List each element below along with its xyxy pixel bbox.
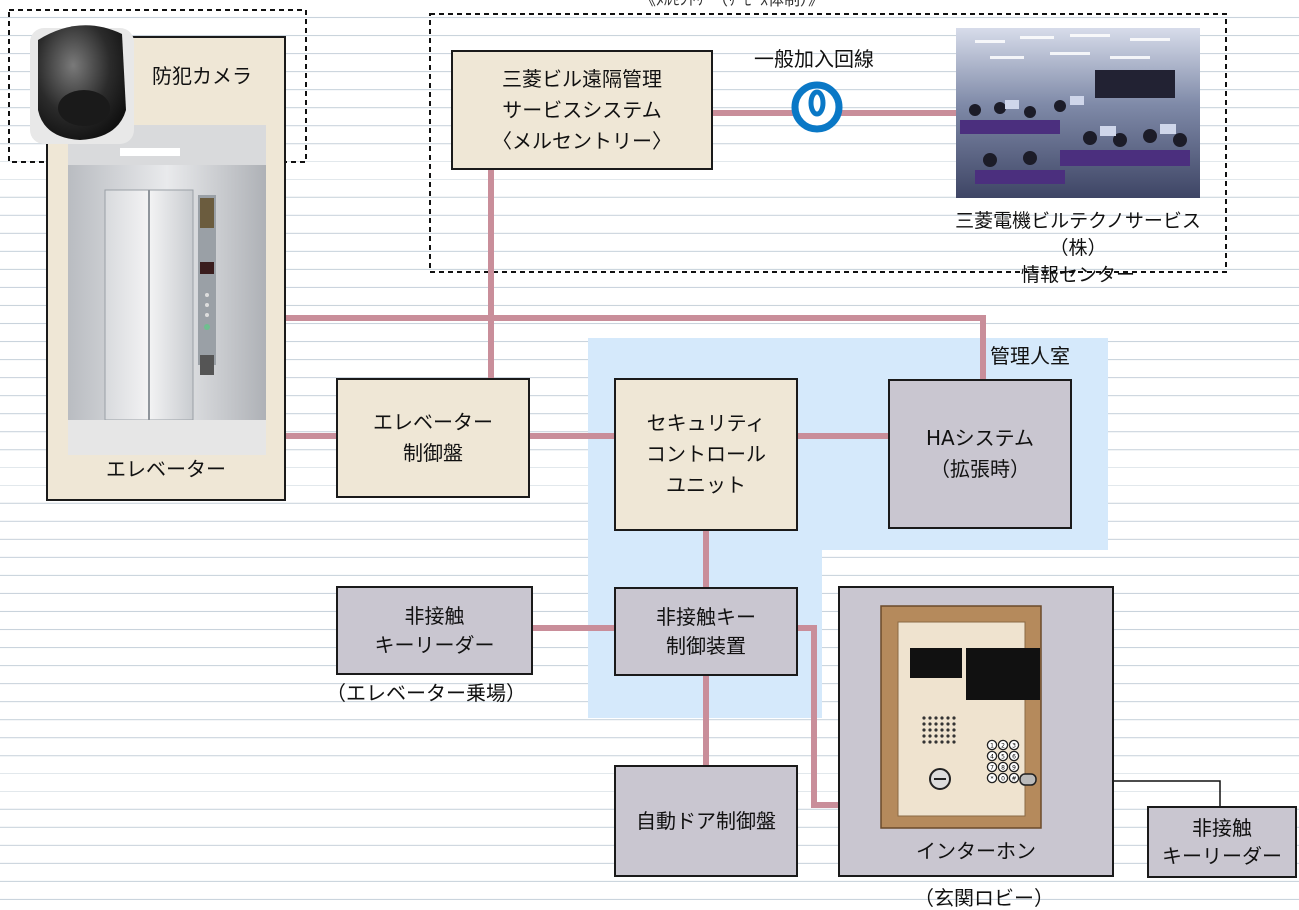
keypad-key-label: 7 <box>990 765 994 772</box>
keypad-key-label: 0 <box>1001 776 1005 783</box>
elevator-panel-box: エレベーター 制御盤 <box>336 378 530 498</box>
card-reader-2-box: 非接触 キーリーダー <box>1147 806 1297 878</box>
manager-room-label: 管理人室 <box>990 344 1070 368</box>
public-line-label: 一般加入回線 <box>754 47 874 71</box>
keypad-key-label: * <box>991 776 994 783</box>
keypad-key <box>1008 750 1020 762</box>
keypad-key-label: 5 <box>1001 754 1005 761</box>
keypad-key <box>986 750 998 762</box>
keypad-key <box>986 761 998 773</box>
keypad-key <box>986 739 998 751</box>
keypad-key <box>997 750 1009 762</box>
lobby-label: （玄関ロビー） <box>914 886 1054 910</box>
line-elevator-to-ha <box>286 315 986 380</box>
remote-service-group-outline <box>429 13 1227 273</box>
card-reader-1-location: （エレベーター乗場） <box>326 681 526 705</box>
ha-system-box: HAシステム （拡張時） <box>888 379 1072 529</box>
intercom-label: インターホン <box>916 839 1036 863</box>
keypad-key-label: # <box>1011 776 1016 783</box>
keypad-key <box>997 772 1009 784</box>
keypad-key <box>997 761 1009 773</box>
info-center-label: 三菱電機ビルテクノサービス（株） 情報センター <box>955 210 1201 286</box>
elevator-label: エレベーター <box>106 457 226 481</box>
keypad-key-label: 3 <box>1012 743 1016 750</box>
keypad-key-label: 9 <box>1012 765 1016 772</box>
keypad-key <box>986 772 998 784</box>
keypad-key-label: 8 <box>1001 765 1005 772</box>
keypad-key <box>1008 772 1020 784</box>
key-controller-box: 非接触キー 制御装置 <box>614 587 798 676</box>
top-banner-text: 《ﾒﾙｾﾝﾄﾘｰ（ｻｰﾋﾞｽ体制）》 <box>640 0 824 12</box>
keypad-key-label: 1 <box>990 743 994 750</box>
remote-system-box: 三菱ビル遠隔管理 サービスシステム 〈メルセントリー〉 <box>451 50 713 170</box>
speaker-grille <box>922 716 956 744</box>
security-unit-box: セキュリティ コントロール ユニット <box>614 378 798 531</box>
keypad-key-label: 2 <box>1001 743 1005 750</box>
card-reader-1-box: 非接触 キーリーダー <box>336 586 533 675</box>
keypad-key-label: 6 <box>1012 754 1016 761</box>
auto-door-box: 自動ドア制御盤 <box>614 765 798 877</box>
keypad-key <box>997 739 1009 751</box>
keypad-key <box>1008 761 1020 773</box>
camera-label: 防犯カメラ <box>152 64 252 88</box>
keypad-key <box>1008 739 1020 751</box>
keypad-key-label: 4 <box>990 754 994 761</box>
